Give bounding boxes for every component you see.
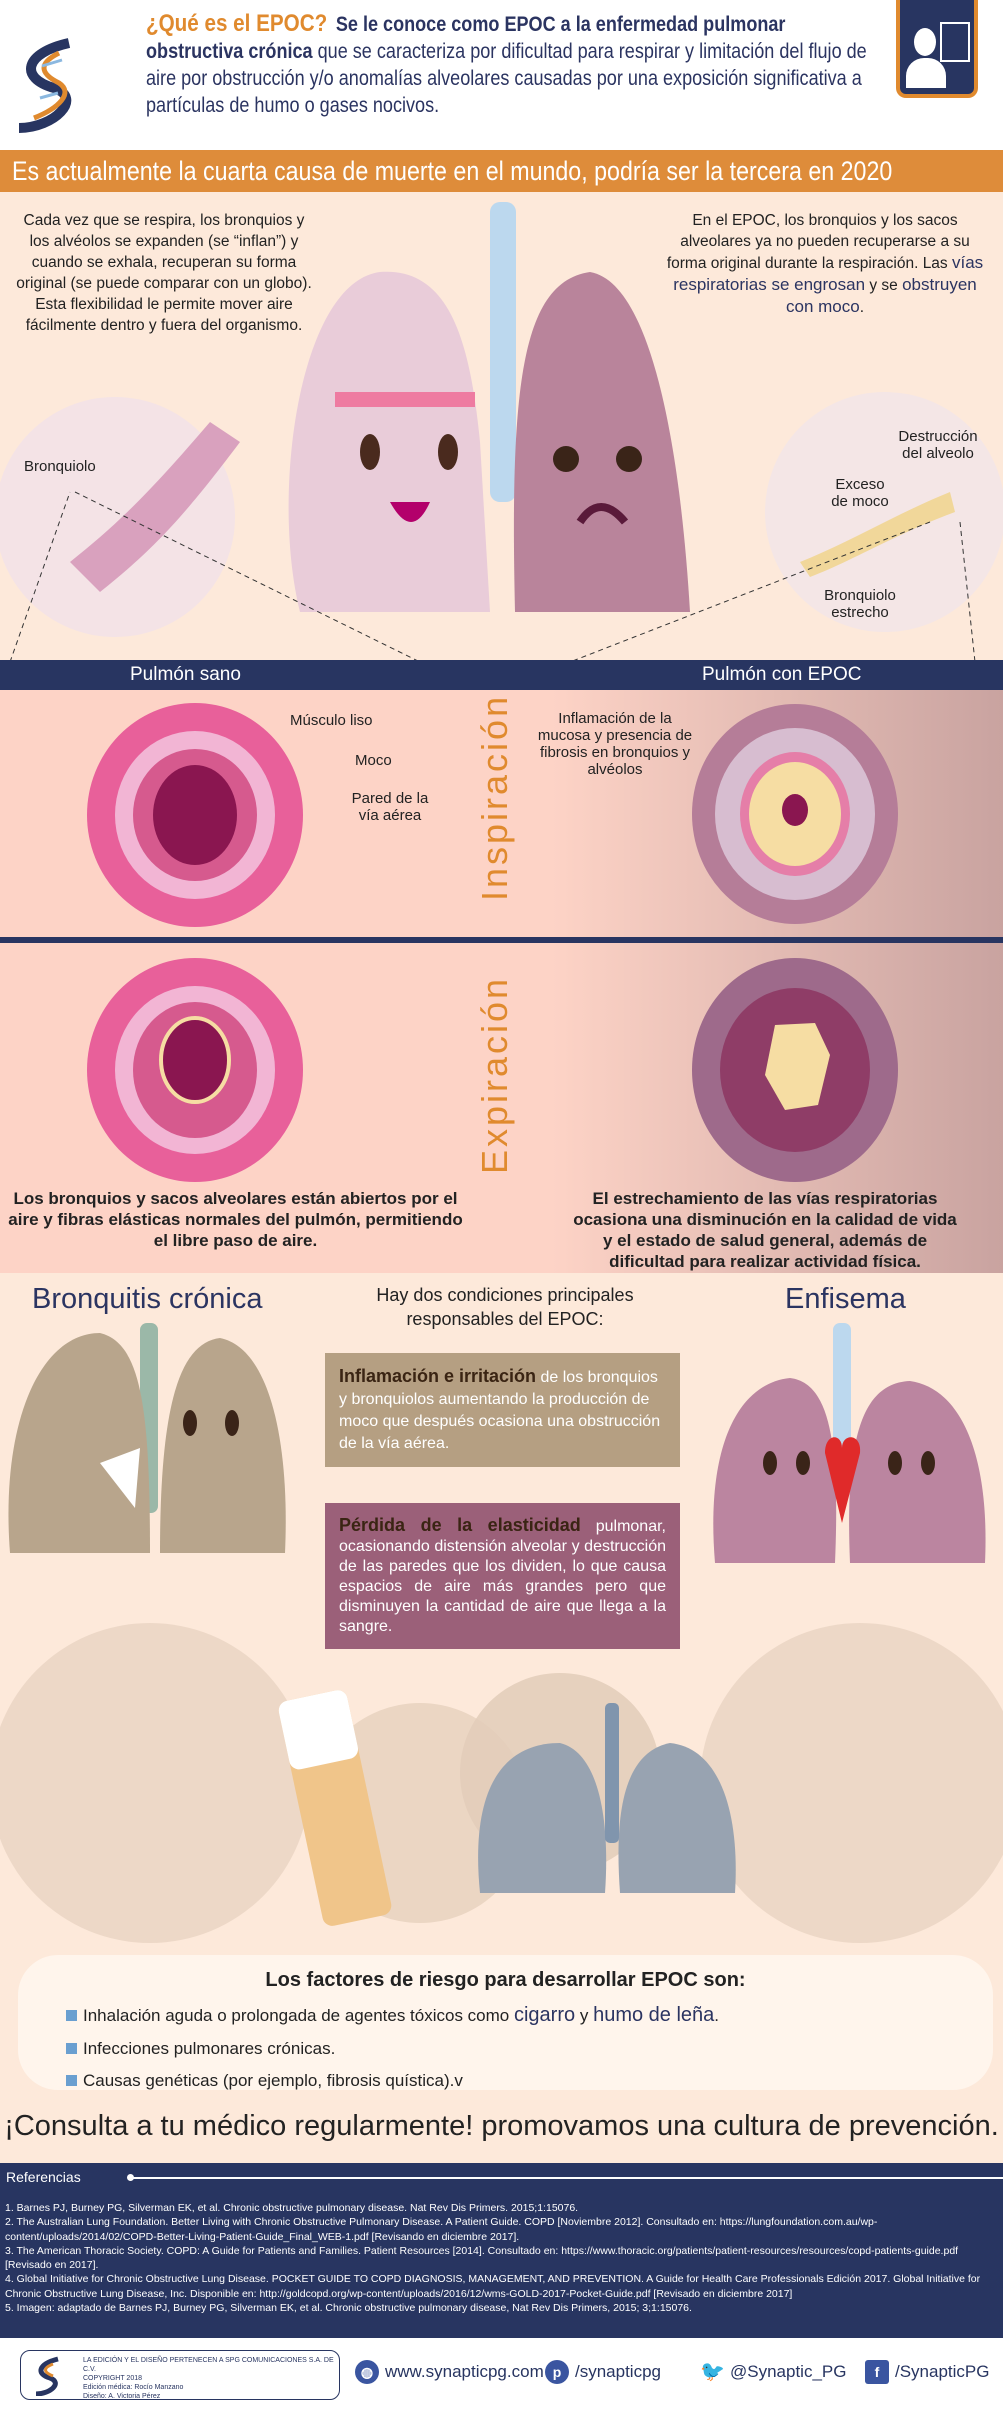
lungs-section: Cada vez que se respira, los bronquios y… xyxy=(0,192,1003,660)
copd-description: En el EPOC, los bronquios y los sacos al… xyxy=(666,212,984,316)
conditions-intro: Hay dos condiciones principales responsa… xyxy=(376,1285,634,1329)
synaptic-logo xyxy=(18,38,72,133)
label-destruccion: Destrucción del alveolo xyxy=(898,428,978,462)
reference-item: 5. Imagen: adaptado de Barnes PJ, Burney… xyxy=(5,2302,692,2315)
risk-factors-box: Los factores de riesgo para desarrollar … xyxy=(18,1955,993,2090)
page-title: ¿Qué es el EPOC? xyxy=(146,10,328,37)
reference-item: 1. Barnes PJ, Burney PG, Silverman EK, e… xyxy=(5,2202,579,2214)
label-pared: Pared de la vía aérea xyxy=(351,790,429,824)
pinterest-link[interactable]: p/synapticpg xyxy=(545,2360,661,2384)
copd-title: Pulmón con EPOC xyxy=(702,664,862,685)
credit-line: Edición médica: Rocío Manzano xyxy=(83,2384,184,2391)
elasticity-box: Pérdida de la elasticidad pulmonar, ocas… xyxy=(325,1503,680,1649)
scientist-icon xyxy=(896,0,978,98)
divider xyxy=(0,937,1003,943)
facebook-link[interactable]: f/SynapticPG xyxy=(865,2360,990,2384)
reference-item: 4. Global Initiative for Chronic Obstruc… xyxy=(5,2273,981,2300)
references-title: Referencias xyxy=(6,2169,81,2185)
label-inflamacion: Inflamación de la mucosa y presencia de … xyxy=(537,710,693,778)
banner-bar: Es actualmente la cuarta causa de muerte… xyxy=(0,150,1003,192)
label-bronquiolo-estrecho: Bronquiolo estrecho xyxy=(824,587,896,621)
intro-rest: que se caracteriza por dificultad para r… xyxy=(146,40,867,117)
synaptic-logo-small xyxy=(35,2356,59,2396)
bronchitis-lungs-illustration xyxy=(8,1323,286,1553)
bullet-square-icon xyxy=(66,2075,77,2086)
healthy-airway-expiration xyxy=(87,958,303,1182)
risk-item: Inhalación aguda o prolongada de agentes… xyxy=(66,2004,993,2027)
intro-bold: Se le conoce como EPOC a la enfermedad p… xyxy=(146,13,786,63)
bronquitis-title: Bronquitis crónica xyxy=(32,1283,263,1315)
healthy-description: Cada vez que se respira, los bronquios y… xyxy=(16,212,312,334)
call-to-action: ¡Consulta a tu médico regularmente! prom… xyxy=(4,2110,999,2142)
credit-line: COPYRIGHT 2018 xyxy=(83,2375,143,2382)
risk-item: Causas genéticas (por ejemplo, fibrosis … xyxy=(66,2071,993,2091)
expiration-section: Expiración Los bronquios y sacos alveola… xyxy=(0,943,1003,1273)
emphysema-lungs-illustration xyxy=(713,1323,986,1563)
risk-item: Infecciones pulmonares crónicas. xyxy=(66,2039,993,2059)
enfisema-title: Enfisema xyxy=(785,1283,906,1315)
risk-title: Los factores de riesgo para desarrollar … xyxy=(265,1969,746,1991)
credits-box: LA EDICIÓN Y EL DISEÑO PERTENECEN A SPG … xyxy=(20,2350,340,2400)
globe-icon: ◍ xyxy=(355,2360,379,2384)
bullet-square-icon xyxy=(66,2043,77,2054)
pinterest-icon: p xyxy=(545,2360,569,2384)
label-musculo-liso: Músculo liso xyxy=(290,712,373,729)
conditions-section: Bronquitis crónica Enfisema Hay dos cond… xyxy=(0,1273,1003,1943)
website-link[interactable]: ◍www.synapticpg.com xyxy=(355,2360,544,2384)
healthy-caption: Los bronquios y sacos alveolares están a… xyxy=(8,1189,463,1250)
reference-item: 2. The Australian Lung Foundation. Bette… xyxy=(5,2216,878,2243)
expiration-label: Expiración xyxy=(474,975,515,1174)
reference-item: 3. The American Thoracic Society. COPD: … xyxy=(5,2244,959,2272)
inflammation-box: Inflamación e irritación de los bronquio… xyxy=(325,1353,680,1467)
banner: Es actualmente la cuarta causa de muerte… xyxy=(12,156,893,186)
twitter-link[interactable]: 🐦@Synaptic_PG xyxy=(700,2361,847,2383)
credit-line: LA EDICIÓN Y EL DISEÑO PERTENECEN A SPG … xyxy=(83,2357,334,2373)
healthy-airway-inspiration xyxy=(87,703,303,927)
inspiration-label: Inspiración xyxy=(474,693,515,901)
inspiration-section: Inspiración Músculo liso Moco Pared de l… xyxy=(0,690,1003,937)
facebook-icon: f xyxy=(865,2360,889,2384)
divider-line xyxy=(130,2177,1003,2179)
copd-caption: El estrechamiento de las vías respirator… xyxy=(573,1189,957,1271)
healthy-title: Pulmón sano xyxy=(130,664,241,685)
label-exceso-moco: Exceso de moco xyxy=(831,476,889,510)
bullet-square-icon xyxy=(66,2010,77,2021)
footer: LA EDICIÓN Y EL DISEÑO PERTENECEN A SPG … xyxy=(0,2338,1003,2411)
divider-dot xyxy=(127,2174,134,2181)
label-moco: Moco xyxy=(355,752,392,769)
references: Referencias 1. Barnes PJ, Burney PG, Sil… xyxy=(0,2163,1003,2338)
copd-airway-expiration xyxy=(692,958,898,1182)
lungs-illustration xyxy=(0,202,1003,660)
smoke-illustration xyxy=(0,1623,1003,1943)
comparison-header: Pulmón sano Pulmón con EPOC xyxy=(0,660,1003,690)
twitter-bird-icon: 🐦 xyxy=(700,2361,725,2383)
intro-text: ¿Qué es el EPOC?Se le conoce como EPOC a… xyxy=(146,10,886,119)
credit-line: Diseño: A. Victoria Pérez xyxy=(83,2393,161,2400)
copd-airway-inspiration xyxy=(692,704,898,924)
header: ¿Qué es el EPOC?Se le conoce como EPOC a… xyxy=(0,0,1003,150)
label-bronquiolo: Bronquiolo xyxy=(24,458,96,475)
